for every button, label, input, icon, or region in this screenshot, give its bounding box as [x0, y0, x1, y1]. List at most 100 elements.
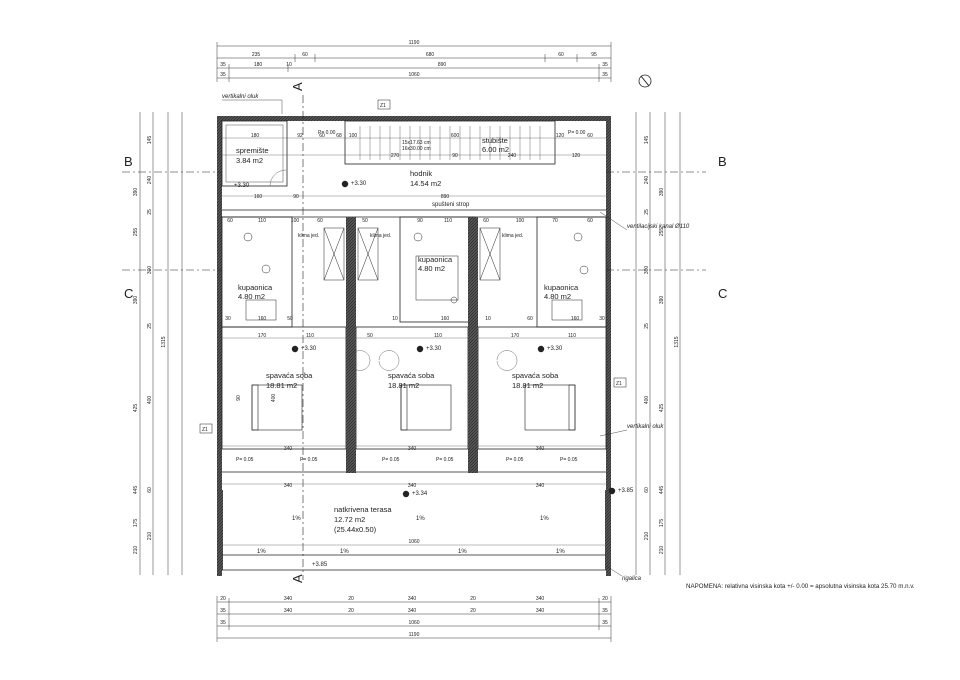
stairs [359, 126, 541, 160]
dim-top-r2-1: 235 [252, 52, 261, 58]
dim-left-4: 425 [133, 404, 139, 413]
dim-bath-4: 60 [317, 218, 323, 224]
dim-bath2-4: 10 [392, 316, 398, 322]
tag-z1-top: Z1 [380, 103, 386, 109]
room-bed1-area: 18.81 m2 [266, 381, 297, 390]
inner-dimension-lines [222, 137, 606, 546]
dim-bot-total: 1190 [409, 632, 420, 638]
axis-c-right: C [718, 286, 727, 301]
room-stubiste-area: 6.00 m2 [482, 145, 509, 154]
dim-in-2: 92 [297, 133, 303, 139]
dim-bot-r3-right: 35 [602, 620, 608, 626]
dim-bed-400: 400 [271, 394, 277, 403]
dim-right-c3-1: 1315 [674, 336, 680, 347]
dim-bath-8: 60 [483, 218, 489, 224]
dim-in2-4: 120 [572, 153, 581, 159]
dim-left-c3-1: 1315 [161, 336, 167, 347]
dim-right-c2-7: 60 [644, 487, 650, 493]
level-p005-3: P= 0.05 [382, 457, 400, 463]
room-bath1-area: 4.80 m2 [238, 292, 265, 301]
room-bed3-area: 18.81 m2 [512, 381, 543, 390]
dim-left-3: 390 [133, 296, 139, 305]
dim-top-r4-left: 35 [220, 72, 226, 78]
dim-left-c2-5: 25 [147, 323, 153, 329]
unit-dividers [346, 217, 478, 473]
dim-left-c2-2: 240 [147, 176, 153, 185]
label-stairs-info: 15x17.63 cm [402, 140, 431, 146]
room-bath2-area: 4.80 m2 [418, 264, 445, 273]
level-terrace: +3.34 [412, 491, 428, 497]
dim-top-r3-2: 180 [254, 62, 263, 68]
axis-c-left: C [124, 286, 133, 301]
dim-bot-r1-4: 340 [408, 596, 417, 602]
dim-bed-2: 110 [306, 333, 314, 339]
dim-bot-r2-4: 340 [408, 608, 417, 614]
room-bed1-name: spavaća soba [266, 371, 313, 380]
dim-top-r3-3: 10 [286, 62, 292, 68]
slope-6: 1% [458, 549, 467, 555]
slope-7: 1% [556, 549, 565, 555]
bottom-dimension-lines [216, 596, 612, 642]
dim-right-6: 175 [659, 519, 665, 528]
room-hodnik-area: 14.54 m2 [410, 179, 441, 188]
dim-top-r3-1: 35 [220, 62, 226, 68]
dim-in-6: 600 [451, 133, 460, 139]
dim-left-7: 210 [133, 546, 139, 555]
dim-bed-1: 170 [258, 333, 267, 339]
leader-rigalica [605, 565, 623, 577]
dim-top-r2-3: 680 [426, 52, 435, 58]
dim-bot-r2-3: 20 [348, 608, 354, 614]
dim-left-6: 175 [133, 519, 139, 528]
dim-top-total: 1190 [409, 40, 420, 46]
elevation-note: NAPOMENA: relativna visinska kota +/- 0.… [686, 583, 915, 590]
label-rigalica: rigalica [622, 576, 642, 582]
room-terrace-name: natkrivena terasa [334, 505, 392, 514]
dim-ter-2: 340 [408, 483, 417, 489]
level-p000-right: P= 0.00 [568, 130, 586, 136]
label-vertikalni-oluk-top: vertikalni oluk [222, 94, 259, 100]
tag-z1-right: Z1 [616, 381, 622, 387]
top-dimension-lines [216, 42, 612, 82]
room-bed2-area: 18.81 m2 [388, 381, 419, 390]
room-terrace-area: 12.72 m2 [334, 515, 365, 524]
dim-bed-90: 90 [236, 395, 242, 401]
beds [251, 384, 576, 431]
label-ventilacijski-kanal: ventilacijski kanal Ø110 [627, 224, 690, 230]
label-vertikalni-oluk-right: vertikalni oluk [627, 424, 664, 430]
dim-in-1: 180 [251, 133, 260, 139]
room-bath2-name: kupaonica [418, 255, 453, 264]
label-spusteni-strop: spušteni strop [432, 202, 470, 208]
leader-oluk-right [599, 429, 628, 437]
dim-right-c2-2: 240 [644, 176, 650, 185]
dim-bath2-6: 10 [485, 316, 491, 322]
dim-left-2: 255 [133, 228, 139, 237]
dim-bot-r1-1: 20 [220, 596, 226, 602]
dim-ter-1: 340 [284, 483, 293, 489]
room-bed2-name: spavaća soba [388, 371, 435, 380]
dim-bot-r3-left: 35 [220, 620, 226, 626]
axis-a-top: A [290, 82, 305, 91]
dim-right-c2-8: 210 [644, 532, 650, 541]
dim-left-1: 390 [133, 188, 139, 197]
dim-top-r2-2: 60 [302, 52, 308, 58]
dim-bath-10: 70 [552, 218, 558, 224]
room-stubiste-name: stubište [482, 136, 508, 145]
bath-fixtures [243, 232, 589, 321]
dim-bath-11: 60 [587, 218, 593, 224]
dim-right-4: 425 [659, 404, 665, 413]
dim-bath-2: 110 [258, 218, 266, 224]
dim-bath2-7: 60 [527, 316, 533, 322]
axis-a-bottom: A [290, 574, 305, 583]
level-p005-5: P= 0.05 [506, 457, 524, 463]
dim-bath-7: 110 [444, 218, 452, 224]
dim-in3-2: 90 [293, 194, 299, 200]
dim-bot-r1-2: 340 [284, 596, 293, 602]
level-store: +3.30 [234, 183, 250, 189]
dim-bed2-2: 340 [408, 446, 417, 452]
label-klima-1: klima jed. [298, 233, 319, 239]
dim-bed2-1: 340 [284, 446, 293, 452]
dim-bot-r1-3: 20 [348, 596, 354, 602]
dim-right-c2-6: 400 [644, 396, 650, 405]
dim-in-8: 60 [587, 133, 593, 139]
section-lines [122, 95, 706, 580]
